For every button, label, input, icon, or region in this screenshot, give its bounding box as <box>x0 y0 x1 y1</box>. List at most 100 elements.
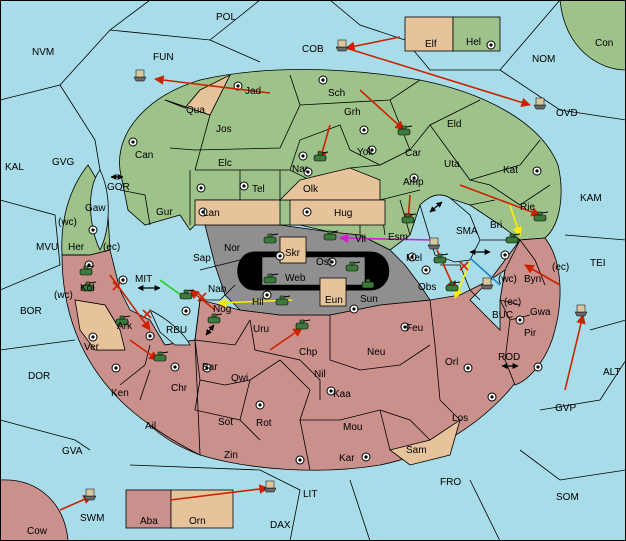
svg-text:NOM: NOM <box>532 54 555 65</box>
svg-text:Kol: Kol <box>80 283 94 294</box>
svg-text:Grh: Grh <box>344 107 361 118</box>
svg-text:Web: Web <box>285 273 306 284</box>
svg-text:Hug: Hug <box>334 208 352 219</box>
svg-text:Sun: Sun <box>360 294 378 305</box>
svg-text:Neu: Neu <box>367 347 385 358</box>
svg-text:Jad: Jad <box>245 86 261 97</box>
svg-text:LIT: LIT <box>303 489 317 500</box>
svg-text:Ver: Ver <box>84 342 100 353</box>
svg-text:Olk: Olk <box>303 184 319 195</box>
failed-order-marks <box>112 261 469 319</box>
fleets[interactable] <box>83 39 588 501</box>
svg-text:Gwa: Gwa <box>530 307 551 318</box>
sea-rbu[interactable] <box>149 309 191 346</box>
svg-text:BOR: BOR <box>20 306 42 317</box>
tank-icon <box>505 233 521 244</box>
svg-text:Aba: Aba <box>140 516 158 527</box>
svg-text:Mou: Mou <box>343 422 362 433</box>
svg-text:Bri: Bri <box>490 220 502 231</box>
svg-text:Her: Her <box>68 242 85 253</box>
tank-icon <box>445 281 461 292</box>
svg-text:Kat: Kat <box>503 165 518 176</box>
svg-text:MIT: MIT <box>135 274 152 285</box>
svg-text:Uta: Uta <box>444 159 460 170</box>
tank-icon <box>345 261 361 272</box>
ship-icon <box>263 480 277 493</box>
svg-text:Con: Con <box>595 38 613 49</box>
svg-text:DOR: DOR <box>28 371 50 382</box>
svg-text:Kaa: Kaa <box>333 389 351 400</box>
svg-text:Orn: Orn <box>189 516 206 527</box>
neutral-territory-labels: Elf Lan Hug Skr Eun Orn Sam <box>189 39 437 527</box>
svg-text:ALT: ALT <box>603 367 621 378</box>
west-arm-south[interactable] <box>61 249 201 456</box>
territory-ver[interactable] <box>74 299 126 351</box>
svg-text:Nog: Nog <box>213 304 231 315</box>
svg-text:Ark: Ark <box>117 321 133 332</box>
svg-text:SMA: SMA <box>456 226 478 237</box>
svg-text:Mel: Mel <box>406 253 422 264</box>
tank-icon <box>115 315 131 326</box>
ship-icon <box>133 69 147 82</box>
tank-icon <box>263 233 279 244</box>
svg-text:Jos: Jos <box>216 124 232 135</box>
svg-text:Hil: Hil <box>252 297 264 308</box>
svg-text:COB: COB <box>302 44 324 55</box>
svg-text:Cow: Cow <box>27 526 48 537</box>
east-peninsula[interactable] <box>499 237 561 386</box>
svg-text:Nar: Nar <box>292 164 309 175</box>
tank-icon <box>79 265 95 276</box>
svg-text:Nil: Nil <box>314 369 326 380</box>
tank-icon <box>207 313 223 324</box>
svg-text:Kar: Kar <box>339 453 355 464</box>
svg-text:Sot: Sot <box>218 417 233 428</box>
svg-text:Zin: Zin <box>224 450 238 461</box>
territory-skr[interactable] <box>279 236 307 264</box>
svg-text:Orl: Orl <box>445 357 458 368</box>
territory-eun[interactable] <box>319 277 347 307</box>
svg-text:(wc): (wc) <box>498 274 517 285</box>
svg-text:Hel: Hel <box>466 37 481 48</box>
svg-text:Elf: Elf <box>425 39 437 50</box>
tank-icon <box>313 151 329 162</box>
svg-text:Byn: Byn <box>524 274 541 285</box>
svg-text:Lan: Lan <box>203 208 220 219</box>
tank-icon <box>433 253 449 264</box>
svg-text:Sap: Sap <box>193 253 211 264</box>
ship-icon <box>427 237 441 250</box>
svg-text:SWM: SWM <box>80 513 104 524</box>
sea-buc-inner <box>469 269 506 331</box>
territory-con[interactable] <box>559 0 626 71</box>
supply-centers <box>84 40 543 465</box>
svg-text:KAL: KAL <box>5 162 24 173</box>
territory-sam[interactable] <box>389 419 461 466</box>
tank-icon <box>533 211 549 222</box>
orders <box>59 36 586 511</box>
svg-text:(ec): (ec) <box>504 297 521 308</box>
svg-text:FRO: FRO <box>440 477 461 488</box>
ship-icon <box>83 488 97 501</box>
svg-text:Qwi: Qwi <box>231 373 248 384</box>
territory-lan[interactable] <box>194 199 281 226</box>
svg-text:(ec): (ec) <box>552 262 569 273</box>
tank-icon <box>397 125 413 136</box>
svg-text:Sch: Sch <box>328 88 345 99</box>
south-territory-labels: Kol Ark Nog Hil Uru Feu Chp Neu Orl Bar … <box>80 274 551 527</box>
svg-text:OVD: OVD <box>556 108 578 119</box>
units[interactable] <box>79 125 549 362</box>
svg-text:Nab: Nab <box>208 284 227 295</box>
svg-text:Obs: Obs <box>418 282 436 293</box>
tank-icon <box>361 278 377 289</box>
svg-text:Chp: Chp <box>299 347 318 358</box>
territory-qua[interactable] <box>164 74 231 116</box>
svg-text:NVM: NVM <box>32 47 54 58</box>
svg-text:SOM: SOM <box>556 492 579 503</box>
territory-aba[interactable] <box>125 489 172 529</box>
svg-text:(wc): (wc) <box>54 290 73 301</box>
ship-icon <box>335 39 349 52</box>
svg-text:GOR: GOR <box>107 182 130 193</box>
ship-icon <box>533 97 547 110</box>
tank-icon <box>263 273 279 284</box>
svg-text:Gur: Gur <box>156 207 173 218</box>
